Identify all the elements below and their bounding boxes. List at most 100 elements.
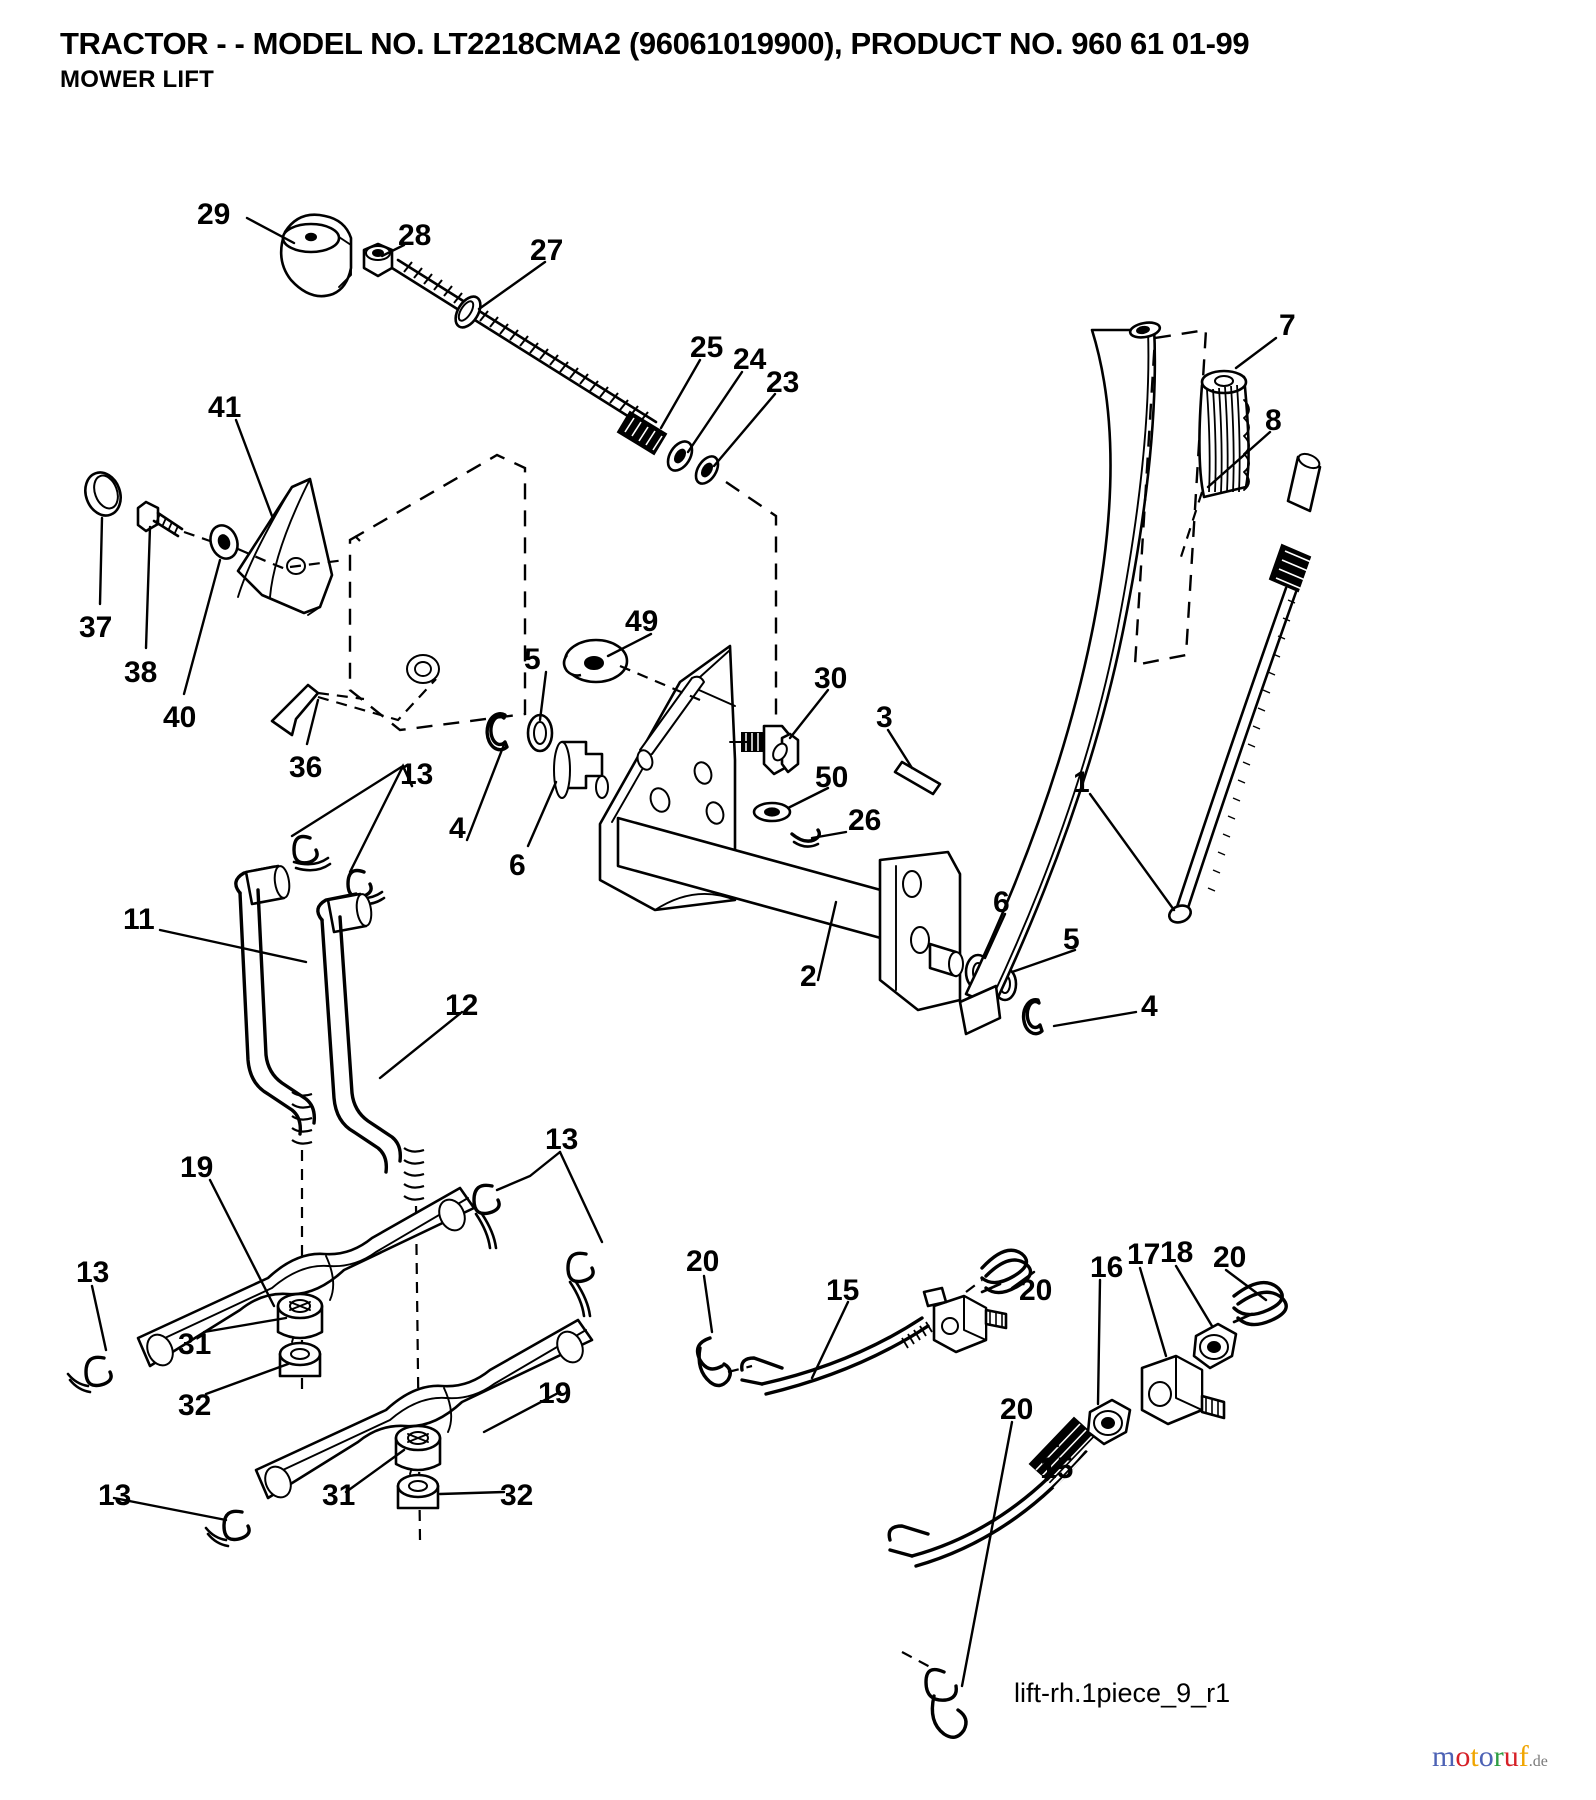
callout-number-7: 7 xyxy=(1279,309,1296,342)
figure-code-label: lift-rh.1piece_9_r1 xyxy=(1014,1678,1231,1708)
watermark-char-f: f xyxy=(1518,1740,1529,1773)
part-4-retaining-ring xyxy=(485,712,509,752)
callout-number-27: 27 xyxy=(530,234,564,267)
callout-number-19: 19 xyxy=(538,1377,572,1410)
callout-number-36: 36 xyxy=(289,751,323,784)
callout-number-37: 37 xyxy=(79,611,113,644)
part-17-trunnion-block xyxy=(1140,1354,1226,1426)
callout-number-4: 4 xyxy=(1141,990,1158,1023)
part-29-knob xyxy=(279,213,353,298)
part-38-screw xyxy=(136,500,184,538)
part-13-hairpin-d xyxy=(566,1251,595,1318)
callout-number-23: 23 xyxy=(766,366,800,399)
callout-number-32: 32 xyxy=(178,1389,212,1422)
callout-number-20: 20 xyxy=(686,1245,720,1278)
part-15-rod-upper xyxy=(740,1316,933,1396)
callout-number-4: 4 xyxy=(449,812,466,845)
callout-number-29: 29 xyxy=(197,198,231,231)
part-group-adjust-rod xyxy=(279,213,778,742)
watermark-char-r: r xyxy=(1493,1740,1504,1773)
part-13-hairpin-c xyxy=(472,1183,501,1250)
part-27-threaded-rod xyxy=(390,258,658,432)
part-28-hex-nut xyxy=(362,242,394,278)
callout-number-12: 12 xyxy=(445,989,479,1022)
part-31-bushing-lower xyxy=(394,1424,442,1472)
callout-number-6: 6 xyxy=(509,849,526,882)
part-36-clip xyxy=(270,683,320,737)
part-20-hairpin-a xyxy=(695,1336,732,1388)
diagram-header: TRACTOR - - MODEL NO. LT2218CMA2 (960610… xyxy=(60,26,1540,93)
callout-number-18: 18 xyxy=(1160,1236,1194,1269)
part-30-pivot-bolt xyxy=(729,724,800,776)
part-40-washer xyxy=(209,524,239,560)
callout-number-26: 26 xyxy=(848,804,882,837)
part-24-washer xyxy=(666,440,694,472)
callout-number-13: 13 xyxy=(98,1479,132,1512)
part-8-cable xyxy=(1168,452,1322,924)
callout-number-13: 13 xyxy=(545,1123,579,1156)
callout-number-3: 3 xyxy=(876,701,893,734)
part-17-trunnion-upper xyxy=(922,1286,1008,1354)
watermark-char-o1: o xyxy=(1455,1740,1471,1773)
callout-number-20: 20 xyxy=(1000,1393,1034,1426)
motoruf-watermark: motoruf.de xyxy=(1432,1742,1548,1772)
part-12-link-rod xyxy=(316,892,425,1541)
part-right-end-bracket xyxy=(878,850,962,1012)
part-15-rod-lower xyxy=(887,1416,1099,1568)
part-18-nut xyxy=(1192,1322,1238,1370)
callout-number-25: 25 xyxy=(690,331,724,364)
part-13-hairpin-f xyxy=(204,1509,251,1548)
part-7-handle-grip xyxy=(1198,369,1250,499)
part-37-cap xyxy=(84,471,122,517)
page-subtitle: MOWER LIFT xyxy=(60,65,214,93)
callout-number-28: 28 xyxy=(398,219,432,252)
part-5-washer xyxy=(526,713,554,753)
callout-number-5: 5 xyxy=(524,643,541,676)
watermark-char-m: m xyxy=(1432,1740,1456,1773)
part-31-bushing-upper xyxy=(276,1292,324,1340)
part-13-hairpin-a xyxy=(292,834,332,872)
part-41-bracket xyxy=(236,477,334,616)
callout-number-24: 24 xyxy=(733,343,767,376)
callout-number-20: 20 xyxy=(1019,1274,1053,1307)
callout-number-20: 20 xyxy=(1213,1241,1247,1274)
part-group-link-rods xyxy=(234,834,425,1541)
callout-number-49: 49 xyxy=(625,605,659,638)
callout-number-13: 13 xyxy=(400,758,434,791)
part-20-hairpin-c xyxy=(1232,1280,1288,1327)
callout-number-13: 13 xyxy=(76,1256,110,1289)
callout-number-2: 2 xyxy=(800,960,817,993)
page-title: TRACTOR - - MODEL NO. LT2218CMA2 (960610… xyxy=(60,26,1250,61)
part-26-cotter-pin xyxy=(790,828,822,848)
part-32-locknut-lower xyxy=(396,1473,440,1510)
part-32-locknut-upper xyxy=(278,1341,322,1378)
part-group-trunnion xyxy=(84,453,527,737)
callout-number-31: 31 xyxy=(322,1479,356,1512)
callout-number-19: 19 xyxy=(180,1151,214,1184)
part-20-hairpin-d xyxy=(924,1667,968,1739)
part-25-spring xyxy=(616,410,668,456)
part-19-lift-arm-lower xyxy=(254,1318,594,1500)
callout-number-11: 11 xyxy=(123,903,155,936)
part-group-center-bracket xyxy=(485,638,1044,1036)
part-49-bushing xyxy=(562,638,629,684)
watermark-suffix: .de xyxy=(1528,1753,1548,1770)
callout-number-30: 30 xyxy=(814,662,848,695)
callout-number-15: 15 xyxy=(826,1274,860,1307)
part-3-roll-pin xyxy=(893,760,942,796)
watermark-char-o2: o xyxy=(1478,1740,1494,1773)
callout-number-16: 16 xyxy=(1090,1251,1124,1284)
part-16-nut xyxy=(1086,1398,1132,1446)
callout-number-32: 32 xyxy=(500,1479,534,1512)
callout-number-50: 50 xyxy=(815,761,849,794)
callout-number-5: 5 xyxy=(1063,923,1080,956)
part-group-lift-arms xyxy=(66,1183,595,1548)
callout-number-8: 8 xyxy=(1265,404,1282,437)
watermark-char-t: t xyxy=(1470,1740,1479,1773)
part-50-washer xyxy=(752,801,792,823)
dashed-mount-plate xyxy=(289,453,527,732)
callout-number-38: 38 xyxy=(124,656,158,689)
part-group-suspension xyxy=(695,1248,1288,1739)
